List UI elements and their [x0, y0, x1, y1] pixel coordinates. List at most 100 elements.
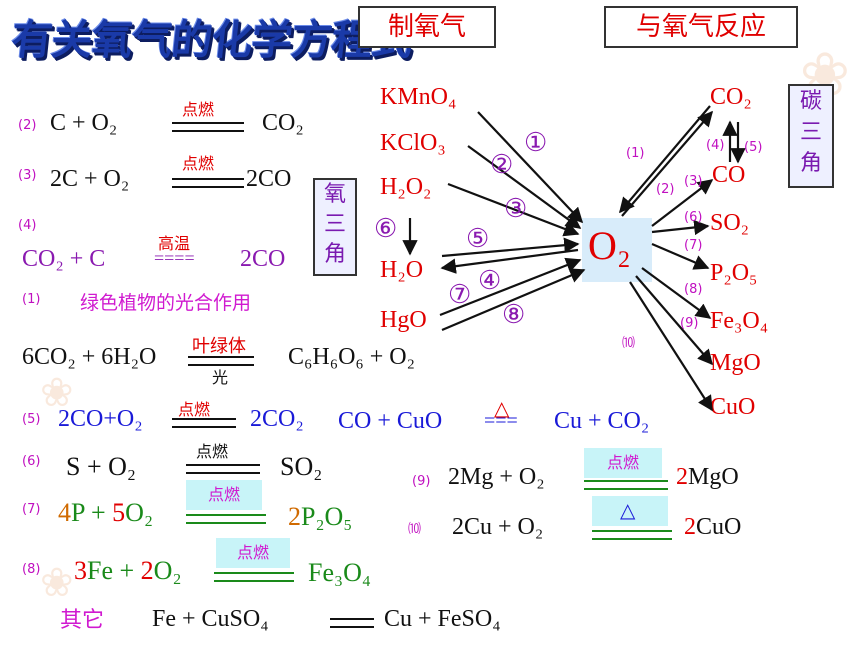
arrow-label-p4: (4) — [706, 138, 725, 153]
arrow-label-5: ⑤ — [466, 224, 490, 253]
eq4-number: (4) — [18, 218, 37, 233]
eq5-left: 2CO+O₂ — [58, 406, 143, 432]
photo-condition-bottom: 光 — [212, 368, 229, 387]
product-co2: CO₂ — [710, 84, 752, 110]
product-co: CO — [712, 162, 746, 188]
source-kclo3: KClO₃ — [380, 130, 446, 156]
other-label: 其它 — [60, 608, 105, 633]
eq4-condition: 高温 — [158, 234, 191, 253]
eq9-number: (9) — [412, 474, 431, 489]
product-fe3o4: Fe₃O₄ — [710, 308, 769, 334]
arrow-label-p2: (2) — [656, 182, 675, 197]
eq8-right: Fe₃O₄ — [308, 558, 371, 587]
eq8-number: (8) — [22, 562, 41, 577]
eq7-o2: O₂ — [125, 498, 154, 527]
eq10-condition: △ — [620, 500, 636, 522]
eq7-coef-o2: 5 — [112, 498, 126, 527]
arrow-label-p8: (8) — [684, 282, 703, 297]
photo-condition-top: 叶绿体 — [192, 336, 246, 357]
eq3-left: 2C + O₂ — [50, 166, 130, 192]
oxygen-center-label: O₂ — [588, 223, 631, 268]
eq6-equals — [186, 464, 260, 474]
eq8-equals — [214, 572, 294, 582]
arrow-label-3: ③ — [504, 194, 528, 223]
eq7-coef-p2o5: 2 — [288, 502, 301, 531]
eq6-right: SO₂ — [280, 452, 323, 481]
eq3-right: 2CO — [246, 166, 292, 192]
eq7-number: (7) — [22, 502, 41, 517]
carbon-triangle-box: 碳 三 角 — [788, 84, 834, 188]
oxygen-triangle-char: 氧 — [323, 182, 346, 207]
arrow-label-p3: (3) — [684, 174, 703, 189]
eq5-number: (5) — [22, 412, 41, 427]
oxygen-triangle-char: 角 — [323, 242, 346, 267]
arrow-label-4: ④ — [478, 266, 502, 295]
eq6-condition: 点燃 — [196, 442, 229, 461]
eq7-p: P + — [71, 498, 106, 527]
watermark-decoration: ❀ — [40, 560, 74, 606]
eq9-coef: 2 — [676, 464, 688, 490]
source-h2o2: H₂O₂ — [380, 174, 432, 200]
oxygen-triangle-char: 三 — [323, 212, 346, 237]
other-equals — [330, 618, 374, 628]
eq7-coef-p: 4 — [58, 498, 71, 527]
eq8-condition: 点燃 — [216, 538, 290, 568]
eq2-equals — [172, 122, 244, 132]
arrow-label-8: ⑧ — [502, 300, 526, 329]
eq9-product: MgO — [688, 464, 739, 490]
other-left: Fe + CuSO₄ — [152, 606, 269, 632]
product-so2: SO₂ — [710, 210, 750, 236]
carbon-triangle-char: 角 — [799, 151, 822, 176]
cuo-left: CO + CuO — [338, 408, 443, 434]
eq10-coef: 2 — [684, 514, 696, 540]
eq8-o2: O₂ — [153, 556, 182, 585]
other-right: Cu + FeSO₄ — [384, 606, 501, 632]
oxygen-triangle-box: 氧 三 角 — [313, 178, 357, 276]
carbon-triangle-char: 三 — [799, 120, 822, 145]
arrow-label-1: ① — [524, 128, 548, 157]
eq3-number: (3) — [18, 168, 37, 183]
cuo-right: Cu + CO₂ — [554, 408, 650, 434]
cuo-equals: === — [484, 410, 518, 432]
photo-left: 6CO₂ + 6H₂O — [22, 344, 157, 370]
source-kmno4: KMnO₄ — [380, 84, 457, 110]
eq6-left: S + O₂ — [66, 452, 136, 481]
eq1-text: 绿色植物的光合作用 — [80, 292, 252, 314]
source-h2o: H₂O — [380, 257, 424, 283]
eq6-number: (6) — [22, 454, 41, 469]
eq5-condition: 点燃 — [178, 400, 211, 419]
photo-right: C₆H₆O₆ + O₂ — [288, 344, 416, 370]
arrow-label-p6: (6) — [684, 210, 703, 225]
eq8-coef-o2: 2 — [140, 556, 154, 585]
eq3-condition: 点燃 — [182, 154, 215, 173]
arrow-label-6: ⑥ — [374, 214, 398, 243]
eq2-condition: 点燃 — [182, 100, 215, 119]
photo-equals — [188, 356, 254, 366]
product-cuo: CuO — [710, 394, 756, 420]
carbon-triangle-char: 碳 — [799, 89, 822, 114]
eq9-condition: 点燃 — [584, 448, 662, 478]
eq10-right: 2CuO — [684, 514, 741, 541]
eq10-number: ⑽ — [408, 522, 422, 537]
eq9-left: 2Mg + O₂ — [448, 464, 545, 490]
arrow-label-p1: (1) — [626, 146, 645, 161]
arrow-label-7: ⑦ — [448, 280, 472, 309]
source-hgo: HgO — [380, 307, 427, 333]
eq9-right: 2MgO — [676, 464, 739, 491]
watermark-decoration: ❀ — [40, 370, 74, 416]
arrow-label-p5: (5) — [744, 140, 763, 155]
eq7-condition: 点燃 — [186, 480, 262, 510]
arrow-label-2: ② — [490, 150, 514, 179]
product-mgo: MgO — [710, 350, 761, 376]
eq4-right: 2CO — [240, 246, 286, 272]
arrow-label-p9: (9) — [680, 316, 699, 331]
eq2-number: (2) — [18, 118, 37, 133]
arrow-label-p7: (7) — [684, 238, 703, 253]
cuo-condition: △ — [494, 398, 510, 420]
product-p2o5: P₂O₅ — [710, 260, 758, 286]
eq8-fe: Fe + — [87, 556, 135, 585]
eq10-product: CuO — [696, 514, 742, 540]
react-oxygen-box: 与氧气反应 — [604, 6, 798, 48]
eq5-equals — [172, 418, 236, 428]
